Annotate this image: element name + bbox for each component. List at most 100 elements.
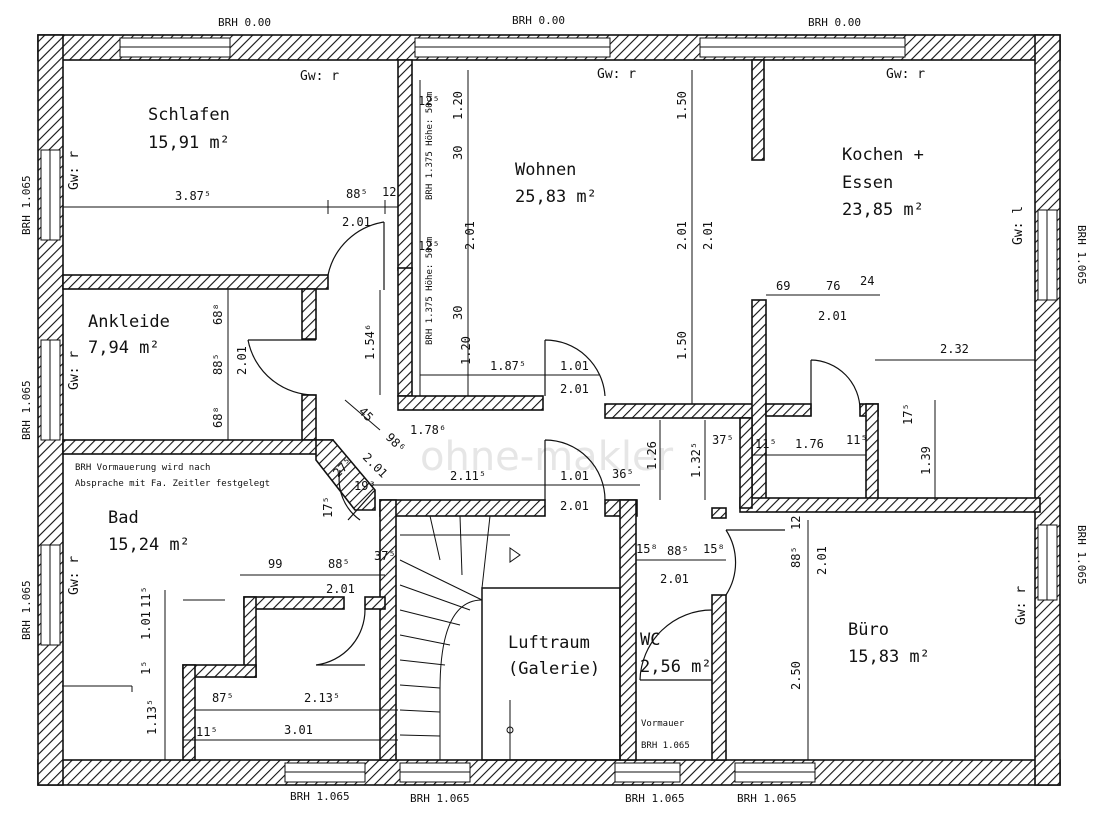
dim-label: 88⁵ <box>328 557 350 571</box>
dim-label: 15⁸ <box>703 542 725 556</box>
room-name-wohnen: Wohnen <box>515 160 576 180</box>
brh-label: BRH 1.065 <box>410 792 470 805</box>
dim-label: 2.11⁵ <box>450 469 486 483</box>
dim-label: 1.20 <box>451 91 465 120</box>
note-shaft: BRH 1.375 Höhe: 50cm <box>425 92 435 200</box>
brh-label: BRH 1.065 <box>1075 225 1088 285</box>
dim-label: 1.20 <box>459 336 473 365</box>
dim-label: 68⁸ <box>211 406 225 428</box>
dim-label: 19³ <box>354 479 376 493</box>
dim-label: 17⁵ <box>901 403 915 425</box>
dim-label: 2.50 <box>789 661 803 690</box>
gw-label: Gw: l <box>1011 206 1026 245</box>
dim-label: 2.01 <box>560 499 589 513</box>
dim-label: 37⁵ <box>374 549 396 563</box>
dim-label: 2.01 <box>463 221 477 250</box>
room-name-kochen: Kochen + <box>842 145 924 165</box>
dim-label: 12⁵ <box>418 239 440 253</box>
dim-label: 24 <box>860 274 874 288</box>
staircase <box>399 515 621 761</box>
room-name-essen: Essen <box>842 173 893 193</box>
dim-label: 2.01 <box>560 382 589 396</box>
note-vormauerung: BRH Vormauerung wird nach <box>75 463 210 473</box>
dim-label: 1.01 <box>560 359 589 373</box>
room-area-schlafen: 15,91 m² <box>148 133 230 153</box>
doors <box>62 221 861 692</box>
dim-label: 17⁵ <box>321 496 335 518</box>
dimension-labels: 3.87⁵ 88⁵ 12 2.01 12⁵ 1.20 30 2.01 12⁵ 3… <box>139 91 969 739</box>
dim-label: 88⁵ <box>346 187 368 201</box>
dim-label: 2.32 <box>940 342 969 356</box>
dim-label: 1.50 <box>675 331 689 360</box>
room-area-buero: 15,83 m² <box>848 647 930 667</box>
room-name-luftraum: Luftraum <box>508 633 590 653</box>
brh-label: BRH 1.065 <box>20 175 33 235</box>
dim-label: 1⁵ <box>139 661 153 675</box>
dim-label: 2.01 <box>326 582 355 596</box>
dim-label: 2.01 <box>235 346 249 375</box>
dim-label: 69 <box>776 279 790 293</box>
dim-label: 2.01 <box>818 309 847 323</box>
room-area-bad: 15,24 m² <box>108 535 190 555</box>
dim-label: 1.26 <box>645 441 659 470</box>
dim-label: 2.01 <box>342 215 371 229</box>
brh-label: BRH 0.00 <box>512 14 565 27</box>
dim-label: 30 <box>451 146 465 160</box>
room-name-bad: Bad <box>108 508 139 528</box>
brh-label: BRH 0.00 <box>218 16 271 29</box>
dim-label: 36⁵ <box>612 467 634 481</box>
note-vormauer: Vormauer <box>641 719 685 729</box>
dim-label: 2.13⁵ <box>304 691 340 705</box>
dim-label: 2.01 <box>815 546 829 575</box>
brh-label: BRH 1.065 <box>737 792 797 805</box>
dim-label: 1.54⁶ <box>363 324 377 360</box>
dim-label: 30 <box>451 306 465 320</box>
dim-label: 2.01 <box>660 572 689 586</box>
dim-label: 1.78⁶ <box>410 423 446 437</box>
room-area-wc: 2,56 m² <box>640 657 712 677</box>
dim-label: 1.01 <box>139 611 153 640</box>
note-shaft: BRH 1.375 Höhe: 50cm <box>425 237 435 345</box>
gw-label: Gw: r <box>886 67 925 82</box>
dim-label: 76 <box>826 279 840 293</box>
dim-label: 11⁵ <box>755 437 777 451</box>
dim-label: 45 <box>356 404 376 424</box>
gw-label: Gw: r <box>67 151 82 190</box>
brh-label: BRH 1.065 <box>20 580 33 640</box>
gw-label: Gw: r <box>1014 586 1029 625</box>
dim-label: 1.87⁵ <box>490 359 526 373</box>
dim-label: 15⁸ <box>636 542 658 556</box>
room-area-kochen: 23,85 m² <box>842 200 924 220</box>
dim-label: 88⁵ <box>789 546 803 568</box>
brh-label: BRH 1.065 <box>1075 525 1088 585</box>
dim-label: 12⁵ <box>418 94 440 108</box>
gw-label: Gw: r <box>597 67 636 82</box>
room-name-buero: Büro <box>848 620 889 640</box>
windows <box>40 37 1058 783</box>
brh-label: BRH 1.065 <box>625 792 685 805</box>
dim-label: 2.01 <box>701 221 715 250</box>
gw-label: Gw: r <box>67 556 82 595</box>
dim-label: 3.87⁵ <box>175 189 211 203</box>
dim-label: 88⁵ <box>211 353 225 375</box>
room-name-schlafen: Schlafen <box>148 105 230 125</box>
dim-label: 12 <box>789 516 803 530</box>
dim-label: 1.50 <box>675 91 689 120</box>
gw-label: Gw: r <box>67 351 82 390</box>
dim-label: 88⁵ <box>667 544 689 558</box>
note-vormauer-brh: BRH 1.065 <box>641 741 690 751</box>
dim-label: 68⁸ <box>211 303 225 325</box>
dim-label: 11⁵ <box>139 586 153 608</box>
room-area-wohnen: 25,83 m² <box>515 187 597 207</box>
note-absprache: Absprache mit Fa. Zeitler festgelegt <box>75 479 270 489</box>
room-name-ankleide: Ankleide <box>88 312 170 332</box>
dim-label: 1.39 <box>919 446 933 475</box>
interior-walls <box>62 59 1041 761</box>
dim-label: 11⁵ <box>846 433 868 447</box>
dim-label: 3.01 <box>284 723 313 737</box>
dim-label: 1.32⁵ <box>689 442 703 478</box>
dim-label: 37⁵ <box>712 433 734 447</box>
brh-label: BRH 0.00 <box>808 16 861 29</box>
dim-label: 1.13⁵ <box>145 699 159 735</box>
